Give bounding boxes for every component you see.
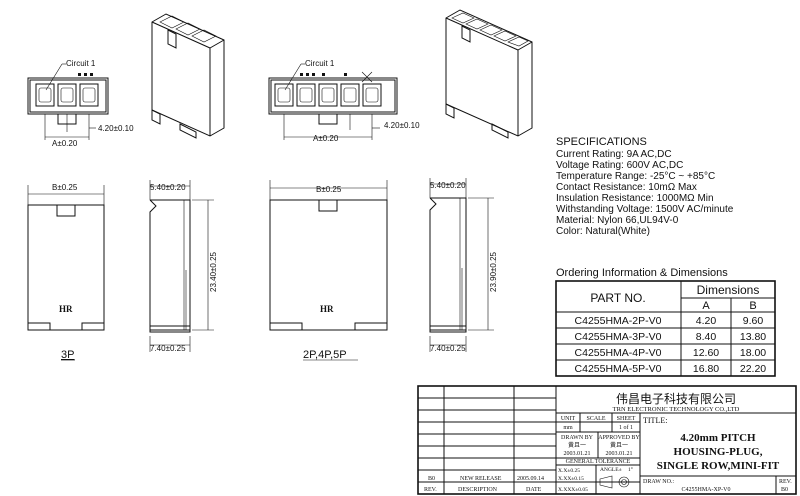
- spec-line: Current Rating: 9A AC,DC: [556, 149, 672, 160]
- label-3p: 3P: [61, 349, 74, 361]
- height-dim-3p: 23.40±0.25: [209, 251, 218, 292]
- unit-label: UNIT: [561, 416, 576, 422]
- side-top-dim-3p: 5.40±0.20: [150, 183, 186, 192]
- new-release: NEW RELEASE: [460, 476, 502, 482]
- general-tolerance: GENERAL TOLERANCE: [566, 459, 631, 465]
- spec-line: Withstanding Voltage: 1500V AC/minute: [556, 204, 734, 215]
- tolerance-line: X.XXX±0.05: [558, 487, 588, 493]
- hr-mark-3p: HR: [59, 304, 73, 314]
- rev-label: REV.: [424, 487, 437, 493]
- table-cell: 4.20: [696, 315, 717, 327]
- hr-mark-multi: HR: [320, 304, 334, 314]
- rev-value-label: REV.: [779, 479, 792, 485]
- a-dim-5p: A±0.20: [313, 134, 339, 143]
- spec-line: Material: Nylon 66,UL94V-0: [556, 215, 679, 226]
- pitch-dim-5p: 4.20±0.10: [384, 121, 420, 130]
- spec-line: Color: Natural(White): [556, 226, 650, 237]
- table-cell: C4255HMA-4P-V0: [575, 347, 662, 359]
- rev-value: B0: [781, 487, 788, 493]
- back-view-3p: B±0.25 HR 3P: [27, 183, 105, 361]
- drawn-by-label: DRAWN BY: [561, 435, 594, 441]
- ordering-table: Ordering Information & Dimensions PART N…: [555, 267, 776, 377]
- spec-line: Voltage Rating: 600V AC,DC: [556, 160, 683, 171]
- unit-value: mm: [563, 425, 573, 431]
- front-view-5p: Circuit 1 4.20±0.10 A±0.20: [268, 59, 420, 143]
- drawing-title: SINGLE ROW,MINI-FIT: [657, 460, 780, 472]
- specifications-block: SPECIFICATIONS Current Rating: 9A AC,DC …: [556, 136, 734, 237]
- date-label: DATE: [526, 487, 542, 493]
- scale-label: SCALE: [586, 416, 605, 422]
- sheet-value: 1 of 1: [619, 424, 633, 431]
- table-cell: 9.60: [743, 315, 764, 327]
- rev-b0: B0: [428, 476, 435, 482]
- col-b-header: B: [749, 300, 756, 312]
- table-cell: 22.20: [740, 363, 766, 375]
- drawing-title: 4.20mm PITCH: [680, 432, 756, 444]
- side-top-dim-multi: 5.40±0.20: [430, 181, 466, 190]
- angle-label: ANGLE±: [600, 467, 622, 473]
- col-a-header: A: [702, 300, 710, 312]
- company-name-cn: 伟昌电子科技有限公司: [616, 392, 736, 406]
- release-date: 2005.09.14: [517, 476, 544, 482]
- drawing-title: HOUSING-PLUG,: [674, 446, 763, 458]
- back-view-multi: B±0.25 HR 2P,4P,5P: [269, 180, 388, 361]
- description-label: DESCRIPTION: [458, 487, 498, 493]
- approved-by-name: 黄且一: [610, 441, 628, 449]
- tolerance-line: X.X±0.25: [558, 468, 580, 474]
- title-label: TITLE:: [643, 416, 667, 425]
- projection-symbol-icon: [599, 475, 630, 489]
- side-view-3p: 5.40±0.20 7.40±0.25 23.40±0.25: [149, 180, 218, 353]
- angle-value: 1°: [628, 466, 633, 473]
- label-multi: 2P,4P,5P: [303, 349, 347, 361]
- b-dim-multi: B±0.25: [316, 185, 342, 194]
- approved-by-label: APPROVED BY: [598, 435, 640, 441]
- part-no-header: PART NO.: [590, 291, 645, 305]
- drawn-date: 2003.01.21: [564, 451, 591, 457]
- side-bottom-dim-3p: 7.40±0.25: [150, 344, 186, 353]
- table-cell: 12.60: [693, 347, 719, 359]
- circuit-label-3p: Circuit 1: [66, 59, 96, 68]
- table-cell: C4255HMA-2P-V0: [575, 315, 662, 327]
- b-dim-3p: B±0.25: [52, 183, 78, 192]
- ordering-heading: Ordering Information & Dimensions: [556, 267, 728, 279]
- table-cell: C4255HMA-5P-V0: [575, 363, 662, 375]
- spec-line: Insulation Resistance: 1000MΩ Min: [556, 193, 714, 204]
- side-bottom-dim-multi: 7.40±0.25: [430, 344, 466, 353]
- side-view-multi: 5.40±0.20 7.40±0.25 23.90±0.25: [429, 178, 498, 353]
- drawn-by-name: 黄且一: [568, 441, 586, 449]
- table-cell: 16.80: [693, 363, 719, 375]
- a-dim-3p: A±0.20: [52, 139, 78, 148]
- draw-no-label: DRAW NO.:: [643, 479, 674, 485]
- circuit-label-5p: Circuit 1: [305, 59, 335, 68]
- dimensions-header: Dimensions: [697, 283, 760, 297]
- table-cell: 13.80: [740, 331, 766, 343]
- height-dim-multi: 23.90±0.25: [489, 251, 498, 292]
- specifications-heading: SPECIFICATIONS: [556, 136, 647, 148]
- pitch-dim-3p: 4.20±0.10: [98, 124, 134, 133]
- spec-line: Contact Resistance: 10mΩ Max: [556, 182, 697, 193]
- tolerance-line: X.XX±0.15: [558, 476, 584, 482]
- isometric-view-3p: [151, 13, 225, 139]
- table-cell: 18.00: [740, 347, 766, 359]
- table-cell: C4255HMA-3P-V0: [575, 331, 662, 343]
- front-view-3p: Circuit 1 4.20±0.10 A±0.20: [27, 59, 134, 148]
- sheet-label: SHEET: [617, 416, 636, 422]
- approved-date: 2003.01.21: [606, 451, 633, 457]
- isometric-view-5p: [445, 9, 533, 139]
- title-block: 伟昌电子科技有限公司 TRN ELECTRONIC TECHNOLOGY CO.…: [417, 385, 797, 495]
- company-name-en: TRN ELECTRONIC TECHNOLOGY CO.,LTD: [613, 406, 740, 413]
- table-cell: 8.40: [696, 331, 717, 343]
- spec-line: Temperature Range: -25°C ~ +85°C: [556, 171, 715, 182]
- draw-no-value: C4255HMA-XP-V0: [681, 487, 730, 493]
